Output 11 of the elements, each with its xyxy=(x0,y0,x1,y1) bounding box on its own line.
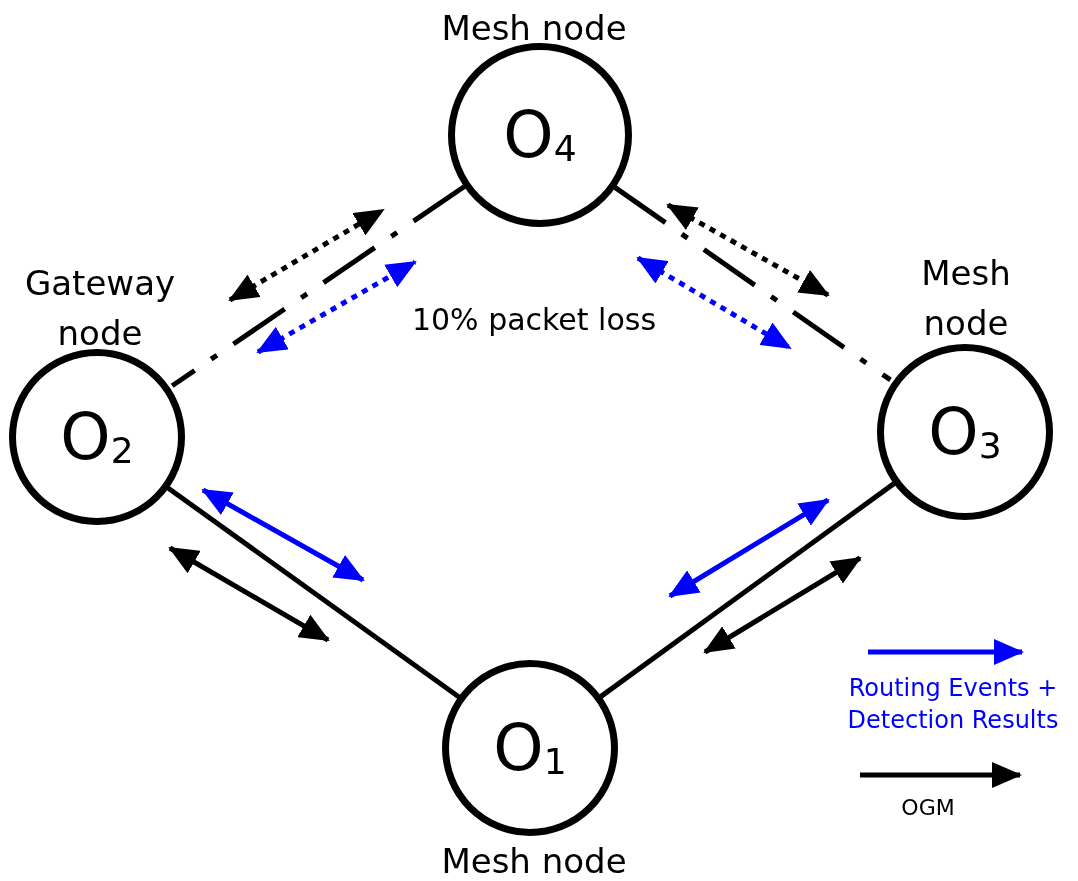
link-line xyxy=(170,184,467,388)
link-line xyxy=(166,485,461,700)
node-caption: Mesh node xyxy=(920,252,1012,345)
link-line xyxy=(613,185,892,382)
node-caption: Gateway node xyxy=(23,262,177,355)
node-caption: Mesh node xyxy=(440,7,628,50)
legend-text: OGM xyxy=(900,794,956,822)
legend-text: Routing Events + Detection Results xyxy=(846,673,1060,736)
link-line xyxy=(598,481,897,699)
node-caption: Mesh node xyxy=(440,840,628,881)
link-note: 10% packet loss xyxy=(411,302,657,337)
